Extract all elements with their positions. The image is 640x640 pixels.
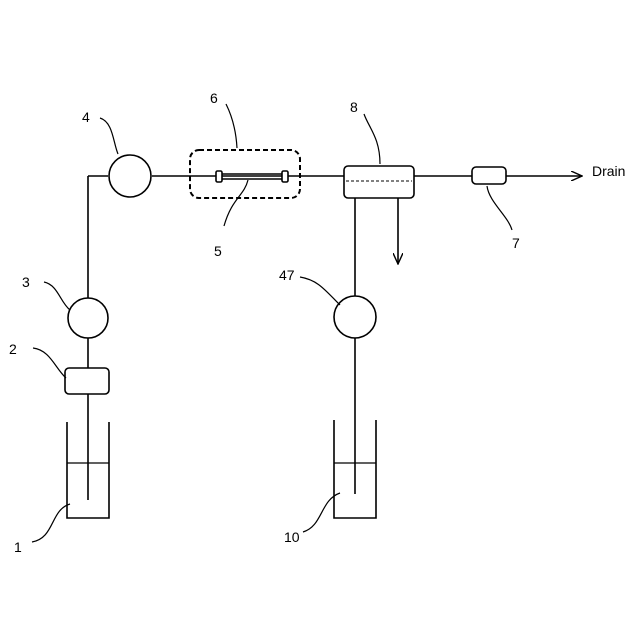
label-drain: Drain [592, 163, 625, 179]
label-column-5: 5 [214, 243, 222, 259]
label-container-10: 10 [284, 529, 300, 545]
mixer-8 [344, 166, 414, 198]
label-container-1: 1 [14, 539, 22, 555]
pump-3 [68, 298, 108, 338]
label-pump-47: 47 [279, 267, 295, 283]
label-filter-2: 2 [9, 341, 17, 357]
pump-47 [334, 296, 376, 338]
label-oven-6: 6 [210, 90, 218, 106]
pump-4 [109, 155, 151, 197]
label-pump-3: 3 [22, 274, 30, 290]
label-mixer-8: 8 [350, 99, 358, 115]
label-pump-4: 4 [82, 109, 90, 125]
label-valve-7: 7 [512, 235, 520, 251]
filter-2 [65, 368, 109, 394]
valve-7 [472, 167, 506, 184]
